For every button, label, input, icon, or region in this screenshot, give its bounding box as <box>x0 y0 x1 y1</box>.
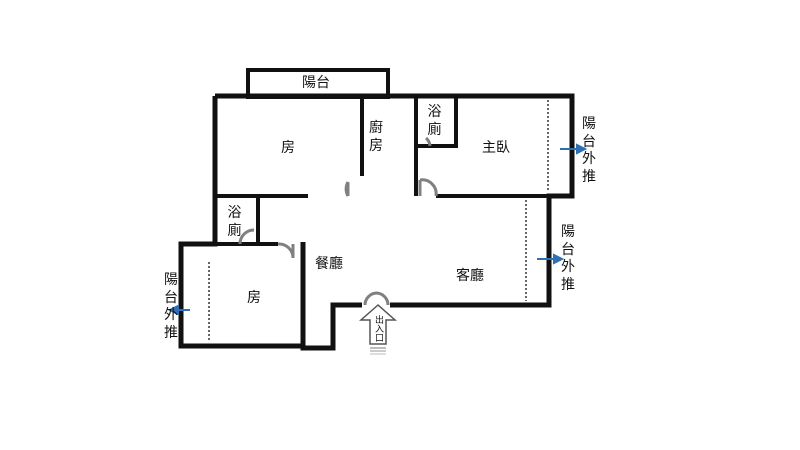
living-room-label: 客廳 <box>456 268 484 284</box>
bath-upper-label: 浴廁 <box>427 104 442 138</box>
master-bedroom-label: 主臥 <box>482 140 510 156</box>
balcony-right-upper-label: 陽台外推 <box>582 116 596 185</box>
dining-room-label: 餐廳 <box>315 256 343 272</box>
balcony-right-lower-label: 陽台外推 <box>561 224 575 293</box>
door-arcs <box>238 136 438 306</box>
room-upper-left-label: 房 <box>281 140 295 156</box>
interior-walls <box>215 96 572 346</box>
top-balcony-label: 陽台 <box>302 75 330 91</box>
room-lower-left-label: 房 <box>247 290 261 306</box>
entrance-arrow <box>359 303 397 355</box>
entrance-label: 出入口 <box>373 315 383 342</box>
window-lines <box>208 100 549 342</box>
kitchen-label: 廚房 <box>369 120 383 154</box>
balcony-arrows <box>167 143 588 316</box>
bath-left-label: 浴廁 <box>227 205 242 239</box>
balcony-left-label: 陽台外推 <box>164 272 178 341</box>
